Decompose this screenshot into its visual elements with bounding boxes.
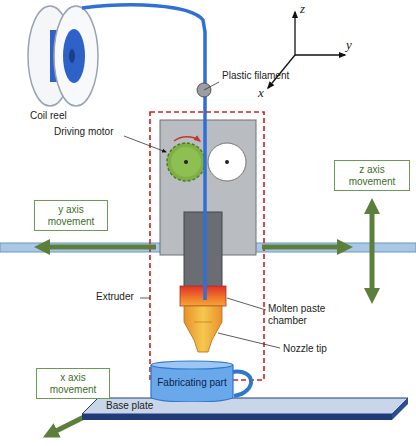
node-text: x axis movement: [41, 372, 105, 395]
movement-box: z axis movement: [334, 160, 410, 191]
molten-chamber: [180, 286, 226, 306]
node-text: z axis movement: [339, 164, 405, 187]
base-plate: [82, 398, 408, 420]
axis-label: z: [300, 2, 305, 17]
nozzle: [184, 306, 222, 352]
part-label: Molten paste chamber: [268, 303, 346, 326]
fabricated-part: Fabricating part: [150, 360, 234, 402]
part-label: Nozzle tip: [283, 343, 327, 355]
cup-handle: [232, 372, 251, 396]
extruder-body: [160, 120, 256, 288]
plastic-filament: [82, 5, 205, 300]
idler-wheel: [208, 143, 246, 181]
part-label: Coil reel: [30, 110, 67, 122]
part-label: Plastic filament: [222, 70, 289, 82]
part-label: Extruder: [96, 291, 134, 303]
leader-lines: [124, 82, 280, 348]
axis-label: y: [346, 38, 352, 53]
axis-label: x: [258, 86, 264, 101]
movement-box: x axis movement: [36, 368, 110, 399]
node-text: Fabricating part: [154, 377, 230, 389]
node-text: y axis movement: [39, 204, 103, 227]
part-label: Driving motor: [54, 126, 113, 138]
coil-reel: [28, 6, 98, 106]
part-label: Base plate: [104, 400, 155, 412]
movement-box: y axis movement: [34, 200, 108, 231]
drive-gear: [167, 137, 205, 181]
